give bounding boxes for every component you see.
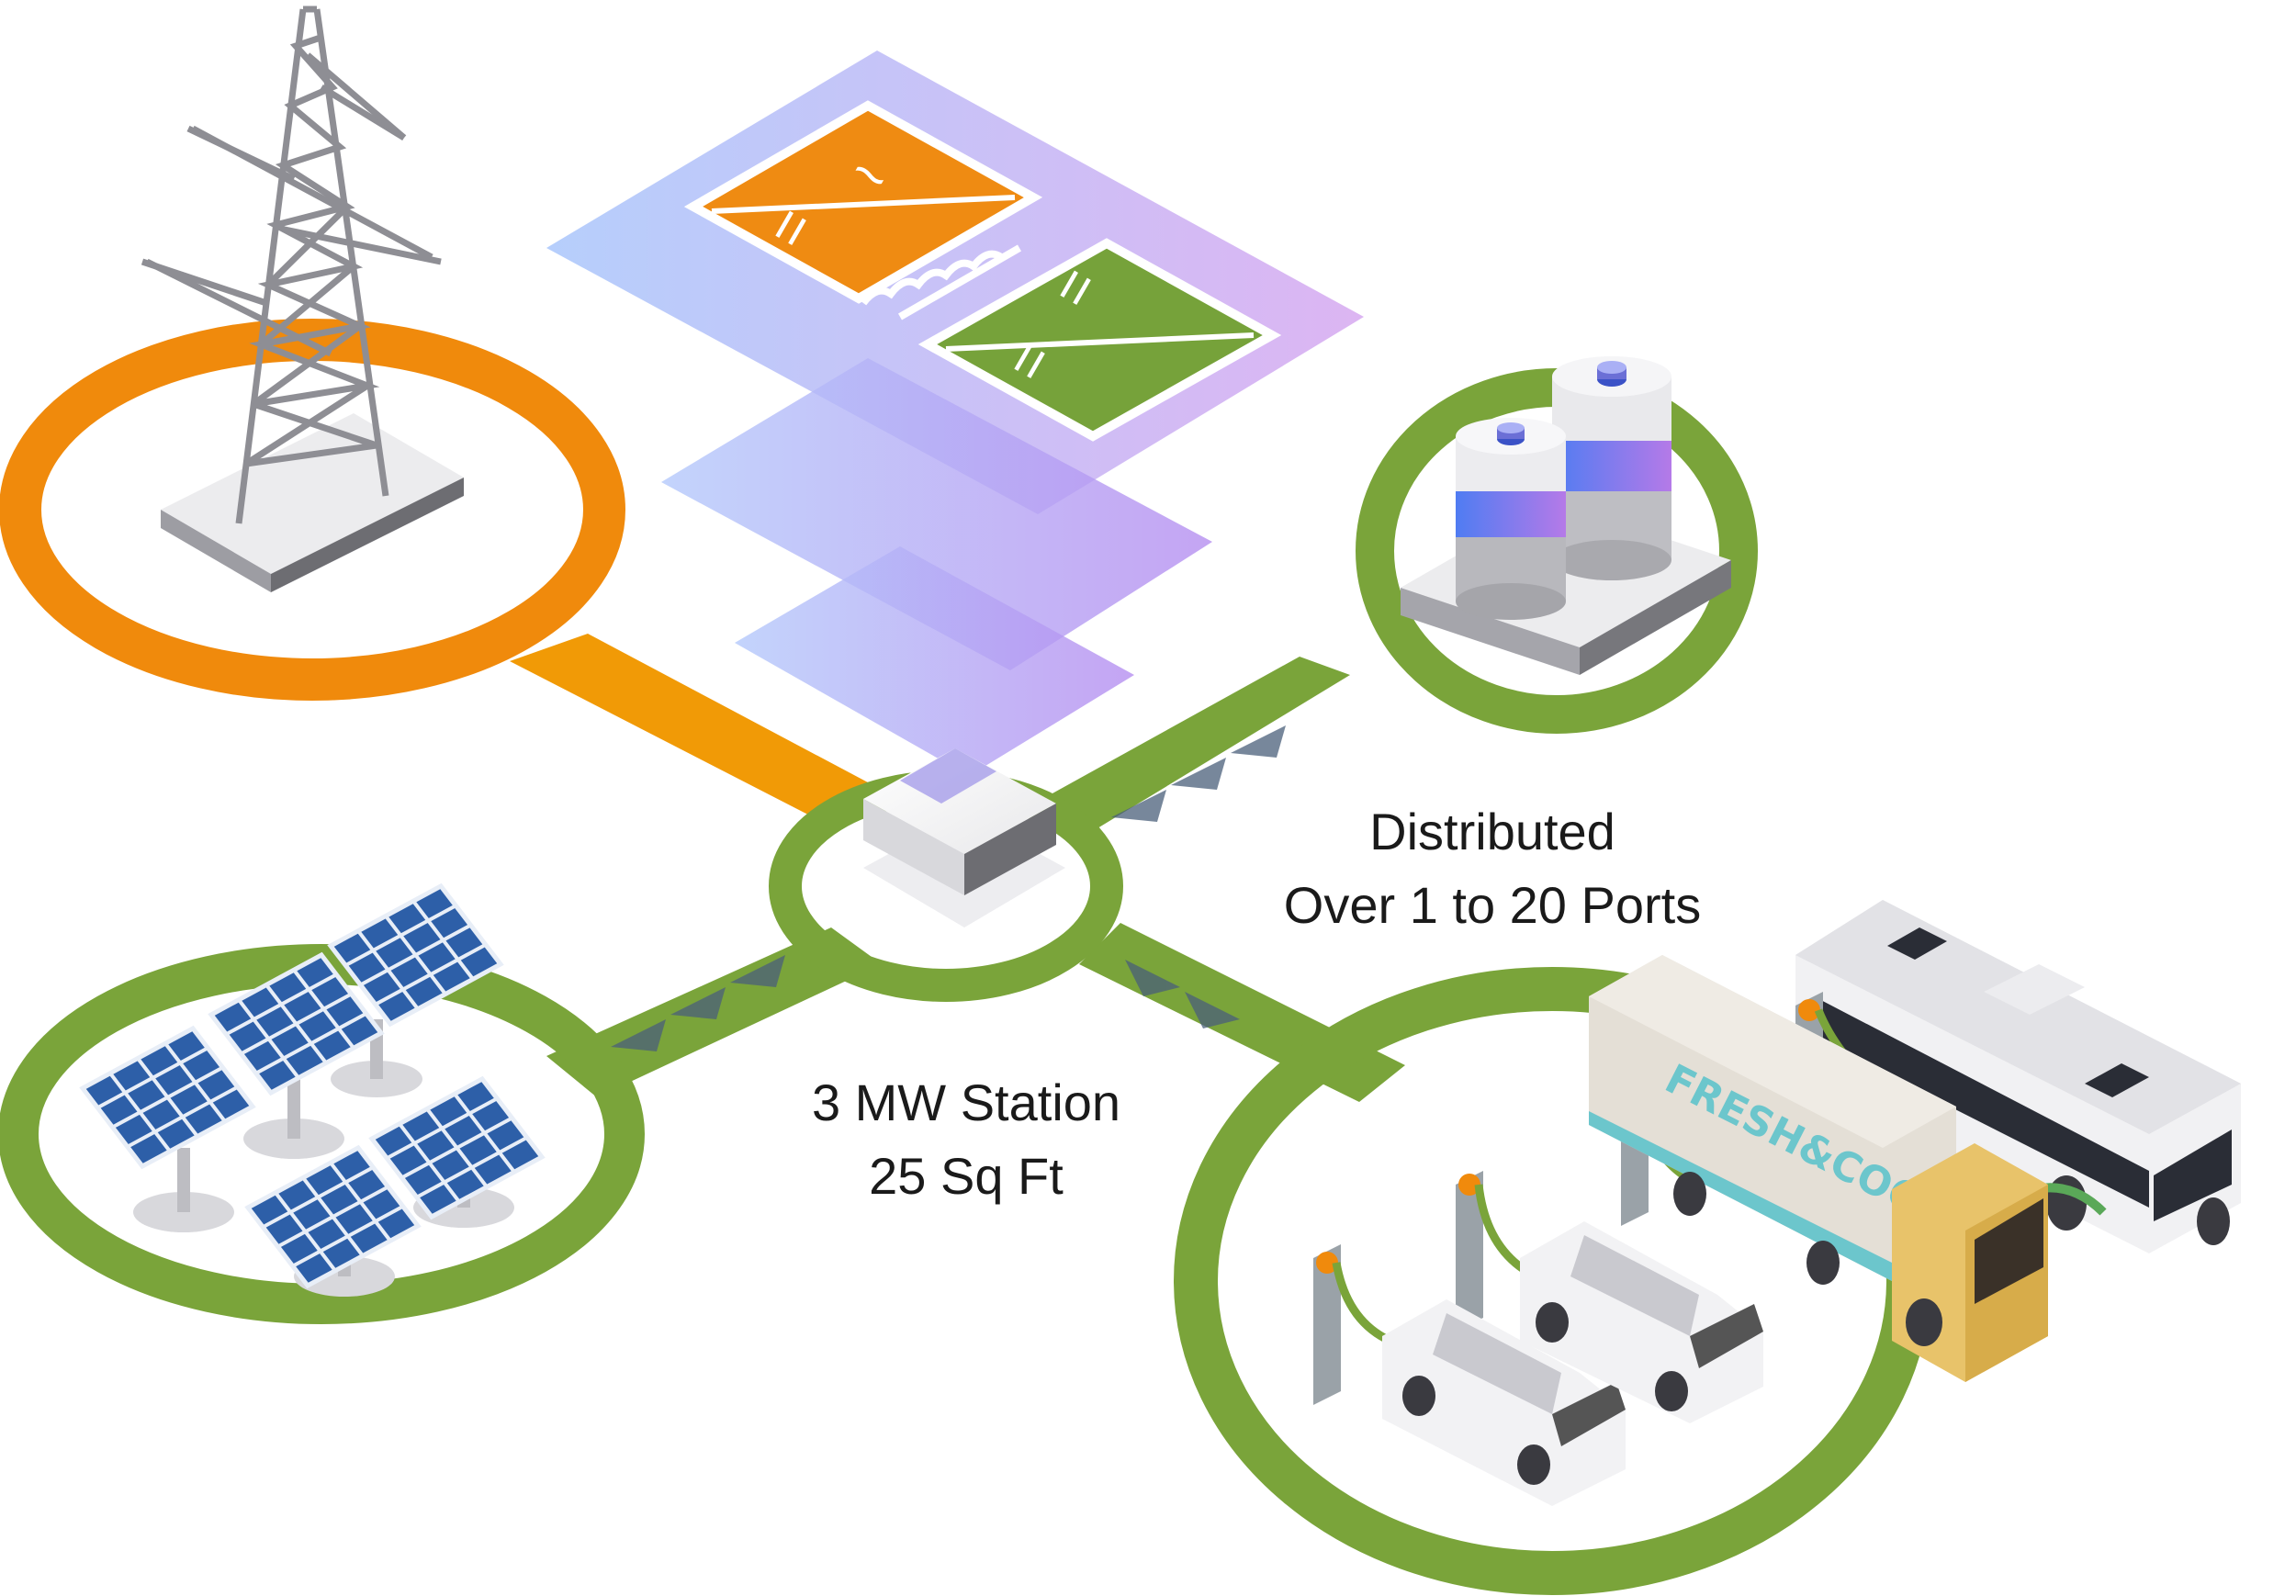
vehicles-node: FRESH&COOL: [1174, 900, 2241, 1595]
station-label-line2: 25 Sq Ft: [869, 1147, 1064, 1205]
connection-storage: [1042, 657, 1350, 831]
flow-markers: [611, 725, 1286, 1051]
refrigerated-truck: FRESH&COOL: [1589, 955, 2048, 1382]
storage-tanks-icon: [1456, 356, 1671, 620]
transmission-tower-icon: [141, 6, 442, 524]
station-label-line1: 3 MW Station: [812, 1073, 1120, 1131]
dc-dc-converter: = =: [917, 238, 1282, 442]
solar-panel: [327, 882, 504, 1028]
station-label: 3 MW Station 25 Sq Ft: [812, 1073, 1120, 1205]
ac-dc-converter: ~ =: [683, 100, 1043, 304]
solar-panels-icon: [79, 882, 546, 1297]
solar-panel: [368, 1075, 546, 1220]
ports-label: Distributed Over 1 to 20 Ports: [1284, 803, 1701, 934]
connection-grid: [510, 634, 882, 826]
solar-panel-array: [79, 882, 546, 1289]
transformer-coils: [860, 244, 1021, 320]
hub-node: [769, 748, 1123, 1002]
solar-panel: [244, 1144, 422, 1289]
van-front: [1382, 1299, 1626, 1506]
ports-label-line1: Distributed: [1369, 803, 1615, 860]
van-back: [1520, 1221, 1763, 1423]
solar-node: [0, 882, 645, 1324]
bus: [1795, 900, 2241, 1253]
power-converter-icon: [863, 748, 1056, 895]
ports-label-line2: Over 1 to 20 Ports: [1284, 876, 1701, 934]
storage-node: [1356, 356, 1758, 734]
solar-panel: [208, 951, 385, 1096]
grid-node: [0, 6, 625, 701]
solar-panel: [79, 1025, 256, 1170]
